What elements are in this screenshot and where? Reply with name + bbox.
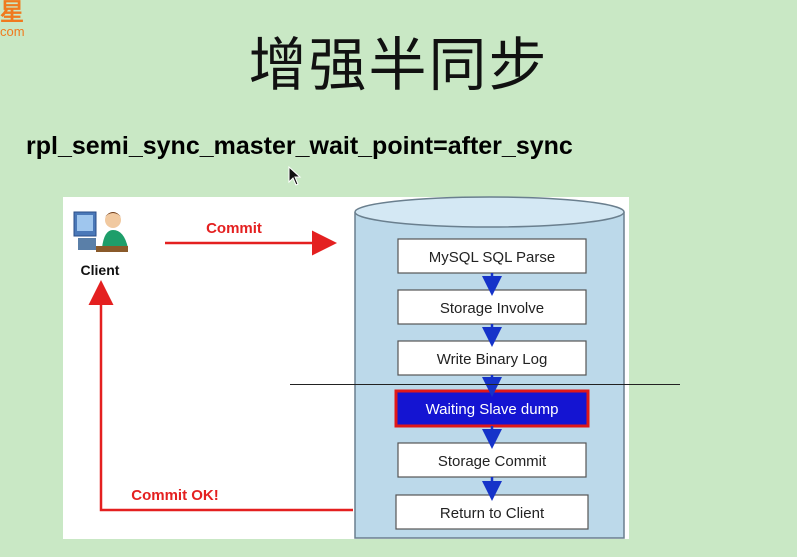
mouse-cursor-icon (288, 166, 302, 186)
client-label: Client (81, 262, 120, 278)
commit-ok-label: Commit OK! (131, 487, 219, 504)
step-label: Waiting Slave dump (426, 401, 559, 418)
step-mysql-sql-parse: MySQL SQL Parse (397, 238, 587, 274)
step-write-binary-log: Write Binary Log (397, 340, 587, 376)
client-user-icon (73, 211, 128, 252)
brand-logo: 星 (0, 0, 24, 26)
annotation-divider-line (290, 384, 680, 385)
step-label: MySQL SQL Parse (429, 249, 555, 266)
step-return-to-client: Return to Client (395, 494, 589, 530)
step-label: Write Binary Log (437, 351, 548, 368)
commit-ok-arrow (88, 280, 353, 512)
step-label: Storage Involve (440, 300, 544, 317)
brand-domain: com (0, 24, 25, 39)
config-parameter-line: rpl_semi_sync_master_wait_point=after_sy… (26, 132, 573, 160)
step-label: Return to Client (440, 505, 545, 522)
slide-title: 增强半同步 (248, 31, 549, 99)
step-storage-commit: Storage Commit (397, 442, 587, 478)
step-label: Storage Commit (438, 453, 547, 470)
step-storage-involve: Storage Involve (397, 289, 587, 325)
commit-label: Commit (206, 220, 262, 237)
step-waiting-slave-dump: Waiting Slave dump (394, 389, 590, 428)
